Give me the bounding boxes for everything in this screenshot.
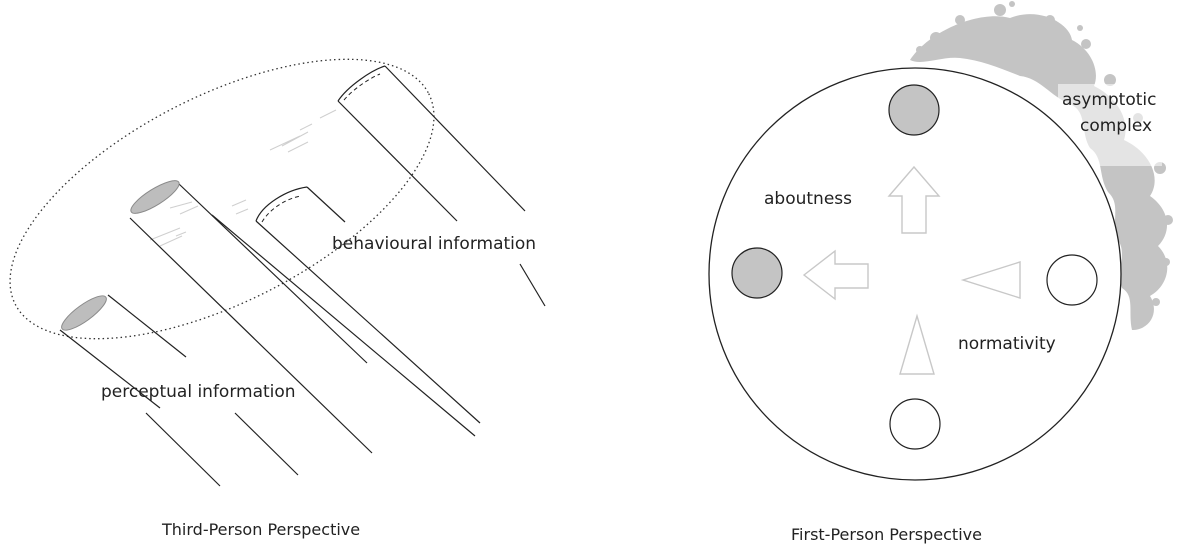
faint-scribbles [149,109,337,247]
white-circle-right [1046,254,1098,306]
label-asymptotic: asymptotic [1062,90,1157,110]
tube-bottom-left [59,294,299,487]
tube-middle [129,180,476,454]
first-person-circle [708,67,1122,481]
first-person-diagram: aboutness normativity asymptotic complex… [708,1,1173,544]
tube-top-right [337,65,526,222]
label-aboutness: aboutness [764,189,852,209]
triangle-left-icon [960,261,1021,299]
caption-third-person: Third-Person Perspective [161,520,360,539]
grey-opening [61,295,107,331]
label-behavioural-information: behavioural information [332,234,536,254]
label-complex: complex [1080,116,1152,136]
triangle-up-icon [899,313,935,375]
grey-opening [130,180,180,214]
caption-first-person: First-Person Perspective [791,525,982,544]
dotted-ellipse [9,58,435,340]
grey-circle-top [888,84,940,136]
white-circle-bottom [889,398,941,450]
arrow-up-icon [887,165,941,234]
label-normativity: normativity [958,334,1056,354]
arrow-left-icon [802,249,869,301]
tube-behavioural-small [255,186,546,424]
label-perceptual-information: perceptual information [101,382,296,402]
grey-circle-left [731,247,783,299]
third-person-diagram: behavioural information perceptual infor… [9,58,546,539]
